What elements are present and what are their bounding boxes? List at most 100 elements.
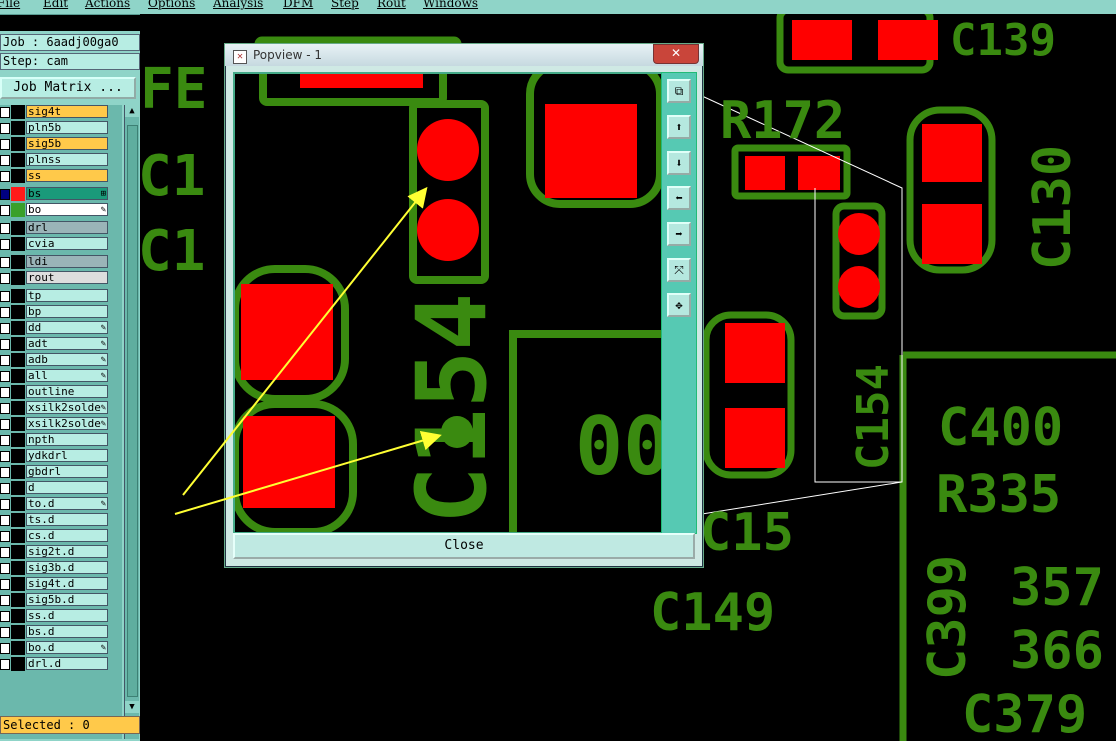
- layer-name[interactable]: ldi: [26, 255, 108, 268]
- layer-name[interactable]: bp: [26, 305, 108, 318]
- menu-file[interactable]: File: [0, 0, 21, 10]
- layer-color-swatch[interactable]: [11, 465, 25, 479]
- layer-name[interactable]: adt✎: [26, 337, 108, 350]
- layer-color-swatch[interactable]: [11, 561, 25, 575]
- layer-checkbox[interactable]: [0, 387, 10, 398]
- layer-color-swatch[interactable]: [11, 513, 25, 527]
- layer-color-swatch[interactable]: [11, 609, 25, 623]
- layer-checkbox[interactable]: [0, 339, 10, 350]
- layer-color-swatch[interactable]: [11, 401, 25, 415]
- menu-analysis[interactable]: Analysis: [213, 0, 264, 10]
- layer-row[interactable]: drl.d: [0, 657, 122, 671]
- layer-color-swatch[interactable]: [11, 289, 25, 303]
- layer-color-swatch[interactable]: [11, 449, 25, 463]
- layer-name[interactable]: adb✎: [26, 353, 108, 366]
- layer-name[interactable]: ss.d: [26, 609, 108, 622]
- layer-row[interactable]: xsilk2solde✎: [0, 401, 122, 415]
- layer-checkbox[interactable]: [0, 205, 10, 216]
- pan-left-icon[interactable]: ⬅: [667, 186, 691, 210]
- layer-row[interactable]: sig4t.d: [0, 577, 122, 591]
- layer-checkbox[interactable]: [0, 155, 10, 166]
- layer-color-swatch[interactable]: [11, 237, 25, 251]
- layer-name[interactable]: plnss: [26, 153, 108, 166]
- layer-color-swatch[interactable]: [11, 497, 25, 511]
- zoom-out-icon[interactable]: ✥: [667, 293, 691, 317]
- layer-row[interactable]: gbdrl: [0, 465, 122, 479]
- layer-checkbox[interactable]: [0, 451, 10, 462]
- menu-step[interactable]: Step: [331, 0, 359, 10]
- layer-checkbox[interactable]: [0, 307, 10, 318]
- layer-checkbox[interactable]: [0, 291, 10, 302]
- layer-row[interactable]: rout: [0, 271, 122, 285]
- layer-checkbox[interactable]: [0, 355, 10, 366]
- layer-checkbox[interactable]: [0, 627, 10, 638]
- layer-checkbox[interactable]: [0, 611, 10, 622]
- layer-checkbox[interactable]: [0, 595, 10, 606]
- layer-color-swatch[interactable]: [11, 369, 25, 383]
- popview-window[interactable]: ✕ Popview - 1 ✕ C154 00 ⧉ ⬆: [224, 43, 704, 568]
- layer-color-swatch[interactable]: [11, 137, 25, 151]
- layer-color-swatch[interactable]: [11, 385, 25, 399]
- layer-checkbox[interactable]: [0, 659, 10, 670]
- layer-row[interactable]: ts.d: [0, 513, 122, 527]
- layer-row[interactable]: outline: [0, 385, 122, 399]
- layer-row[interactable]: bs⊞: [0, 187, 122, 201]
- layer-name[interactable]: sig2t.d: [26, 545, 108, 558]
- layer-color-swatch[interactable]: [11, 203, 25, 217]
- layer-row[interactable]: adt✎: [0, 337, 122, 351]
- popview-canvas[interactable]: C154 00: [233, 72, 663, 534]
- layer-checkbox[interactable]: [0, 139, 10, 150]
- layer-row[interactable]: plnss: [0, 153, 122, 167]
- close-button[interactable]: Close: [233, 533, 695, 559]
- layer-row[interactable]: sig2t.d: [0, 545, 122, 559]
- menu-options[interactable]: Options: [148, 0, 196, 10]
- pan-right-icon[interactable]: ➡: [667, 222, 691, 246]
- layer-row[interactable]: bp: [0, 305, 122, 319]
- layer-color-swatch[interactable]: [11, 153, 25, 167]
- layer-name[interactable]: all✎: [26, 369, 108, 382]
- layer-name[interactable]: bo.d✎: [26, 641, 108, 654]
- layer-name[interactable]: sig3b.d: [26, 561, 108, 574]
- menu-dfm[interactable]: DFM: [283, 0, 314, 10]
- layer-color-swatch[interactable]: [11, 641, 25, 655]
- menu-rout[interactable]: Rout: [377, 0, 406, 10]
- layer-checkbox[interactable]: [0, 419, 10, 430]
- layer-color-swatch[interactable]: [11, 337, 25, 351]
- job-matrix-button[interactable]: Job Matrix ...: [0, 77, 136, 99]
- layer-checkbox[interactable]: [0, 531, 10, 542]
- layer-row[interactable]: tp: [0, 289, 122, 303]
- layer-checkbox[interactable]: [0, 257, 10, 268]
- layer-name[interactable]: bs⊞: [26, 187, 108, 200]
- layer-name[interactable]: sig5b: [26, 137, 108, 150]
- zoom-in-icon[interactable]: ⤧: [667, 258, 691, 282]
- window-close-icon[interactable]: ✕: [653, 44, 699, 64]
- layer-checkbox[interactable]: [0, 123, 10, 134]
- menu-edit[interactable]: Edit: [43, 0, 69, 10]
- layer-color-swatch[interactable]: [11, 187, 25, 201]
- layer-row[interactable]: to.d✎: [0, 497, 122, 511]
- layer-color-swatch[interactable]: [11, 529, 25, 543]
- layer-row[interactable]: pln5b: [0, 121, 122, 135]
- layer-row[interactable]: bo.d✎: [0, 641, 122, 655]
- layer-name[interactable]: sig4t.d: [26, 577, 108, 590]
- scroll-down-icon[interactable]: ▼: [125, 701, 139, 713]
- layer-color-swatch[interactable]: [11, 545, 25, 559]
- layer-color-swatch[interactable]: [11, 593, 25, 607]
- menu-actions[interactable]: Actions: [85, 0, 131, 10]
- layer-checkbox[interactable]: [0, 189, 10, 200]
- layer-color-swatch[interactable]: [11, 255, 25, 269]
- layer-row[interactable]: cs.d: [0, 529, 122, 543]
- layer-row[interactable]: ydkdrl: [0, 449, 122, 463]
- layer-row[interactable]: cvia: [0, 237, 122, 251]
- layer-name[interactable]: ss: [26, 169, 108, 182]
- layer-row[interactable]: ldi: [0, 255, 122, 269]
- layer-row[interactable]: dd✎: [0, 321, 122, 335]
- layer-color-swatch[interactable]: [11, 305, 25, 319]
- layer-row[interactable]: sig4t: [0, 105, 122, 119]
- layer-name[interactable]: cs.d: [26, 529, 108, 542]
- layer-row[interactable]: sig5b.d: [0, 593, 122, 607]
- layer-color-swatch[interactable]: [11, 321, 25, 335]
- layer-name[interactable]: sig5b.d: [26, 593, 108, 606]
- layer-color-swatch[interactable]: [11, 121, 25, 135]
